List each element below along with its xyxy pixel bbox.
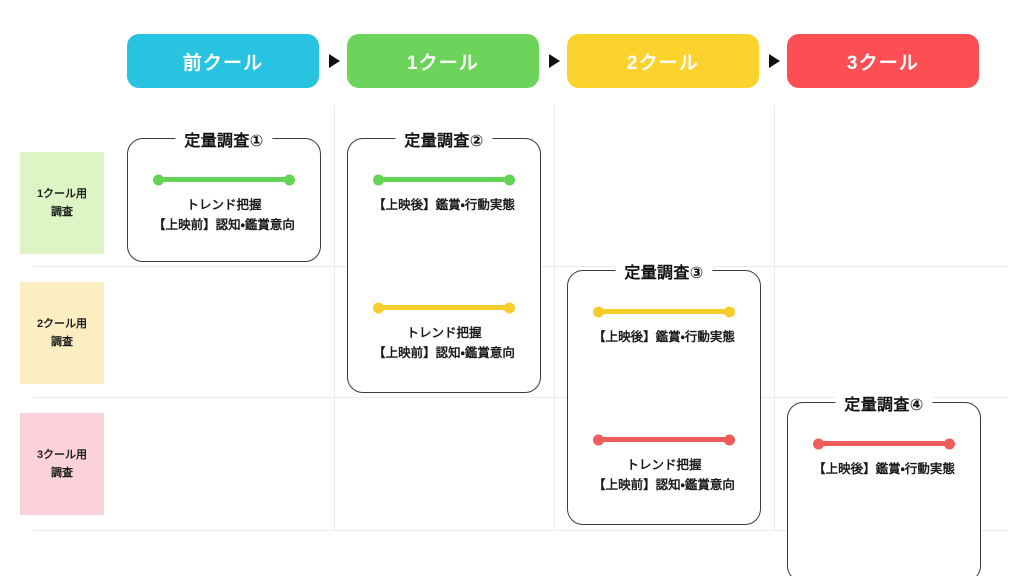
survey-card-1[interactable]: 定量調査① トレンド把握 【上映前】認知・鑑賞意向 <box>127 127 321 262</box>
survey-card-title: 定量調査④ <box>835 391 933 415</box>
survey-bar <box>815 441 953 446</box>
row-tag-line1: 2クール用 <box>36 317 88 330</box>
survey-caption-line1: トレンド把握 <box>406 326 482 340</box>
survey-card-4[interactable]: 定量調査④ 【上映後】鑑賞・行動実態 <box>787 391 981 576</box>
survey-bar <box>595 309 733 314</box>
row-tag-line2: 調査 <box>51 336 73 348</box>
phase-pill-label: 3クール <box>846 52 920 74</box>
phase-pill-1[interactable]: 1クール <box>347 34 539 88</box>
grid-hline-1 <box>33 397 1008 398</box>
survey-card-title: 定量調査③ <box>615 259 713 283</box>
survey-entry: 【上映後】鑑賞・行動実態 <box>788 441 980 479</box>
survey-entry: トレンド把握 【上映前】認知・鑑賞意向 <box>348 305 540 364</box>
row-tag-line1: 3クール用 <box>36 448 88 461</box>
phase-pill-2[interactable]: 2クール <box>567 34 759 88</box>
row-tag-1: 1クール用 調査 <box>20 152 104 254</box>
row-tag-line2: 調査 <box>51 206 73 218</box>
phase-pill-0[interactable]: 前クール <box>127 34 319 88</box>
survey-card-body: トレンド把握 【上映前】認知・鑑賞意向 <box>128 139 320 261</box>
survey-bar <box>375 177 513 182</box>
survey-card-title: 定量調査② <box>395 127 493 151</box>
grid-hline-2 <box>33 530 1008 531</box>
survey-card-body: 【上映後】鑑賞・行動実態 <box>788 403 980 576</box>
survey-card-title: 定量調査① <box>175 127 273 151</box>
survey-caption-line1: トレンド把握 <box>626 458 702 472</box>
survey-card-3[interactable]: 定量調査③ 【上映後】鑑賞・行動実態 トレンド把握 【上映前】認知・鑑賞意向 <box>567 259 761 525</box>
survey-caption-line1: 【上映後】鑑賞・行動実態 <box>373 198 515 212</box>
phase-arrow-icon-0 <box>329 54 340 68</box>
phase-pill-label: 前クール <box>182 52 264 74</box>
phase-arrow-icon-2 <box>769 54 780 68</box>
survey-entry: 【上映後】鑑賞・行動実態 <box>568 309 760 347</box>
grid-vline-2 <box>774 105 775 530</box>
survey-caption-line2: 【上映前】認知・鑑賞意向 <box>373 346 515 361</box>
row-tag-3: 3クール用 調査 <box>20 413 104 515</box>
survey-caption-line2: 【上映前】認知・鑑賞意向 <box>153 218 295 233</box>
phase-pill-label: 2クール <box>626 52 700 74</box>
grid-vline-0 <box>334 105 335 530</box>
survey-entry: トレンド把握 【上映前】認知・鑑賞意向 <box>128 177 320 236</box>
row-tag-2: 2クール用 調査 <box>20 282 104 384</box>
phase-pill-3[interactable]: 3クール <box>787 34 979 88</box>
survey-entry: 【上映後】鑑賞・行動実態 <box>348 177 540 215</box>
survey-bar <box>375 305 513 310</box>
survey-caption-line1: 【上映後】鑑賞・行動実態 <box>813 462 955 476</box>
survey-card-body: 【上映後】鑑賞・行動実態 トレンド把握 【上映前】認知・鑑賞意向 <box>568 271 760 524</box>
survey-bar <box>155 177 293 182</box>
row-tag-line1: 1クール用 <box>36 187 88 200</box>
grid-vline-1 <box>554 105 555 530</box>
survey-card-body: 【上映後】鑑賞・行動実態 トレンド把握 【上映前】認知・鑑賞意向 <box>348 139 540 392</box>
survey-card-2[interactable]: 定量調査② 【上映後】鑑賞・行動実態 トレンド把握 【上映前】認知・鑑賞意向 <box>347 127 541 393</box>
phase-arrow-icon-1 <box>549 54 560 68</box>
survey-bar <box>595 437 733 442</box>
phase-pill-label: 1クール <box>406 52 480 74</box>
survey-caption-line2: 【上映前】認知・鑑賞意向 <box>593 478 735 493</box>
survey-caption-line1: トレンド把握 <box>186 198 262 212</box>
row-tag-line2: 調査 <box>51 467 73 479</box>
survey-entry: トレンド把握 【上映前】認知・鑑賞意向 <box>568 437 760 496</box>
survey-caption-line1: 【上映後】鑑賞・行動実態 <box>593 330 735 344</box>
